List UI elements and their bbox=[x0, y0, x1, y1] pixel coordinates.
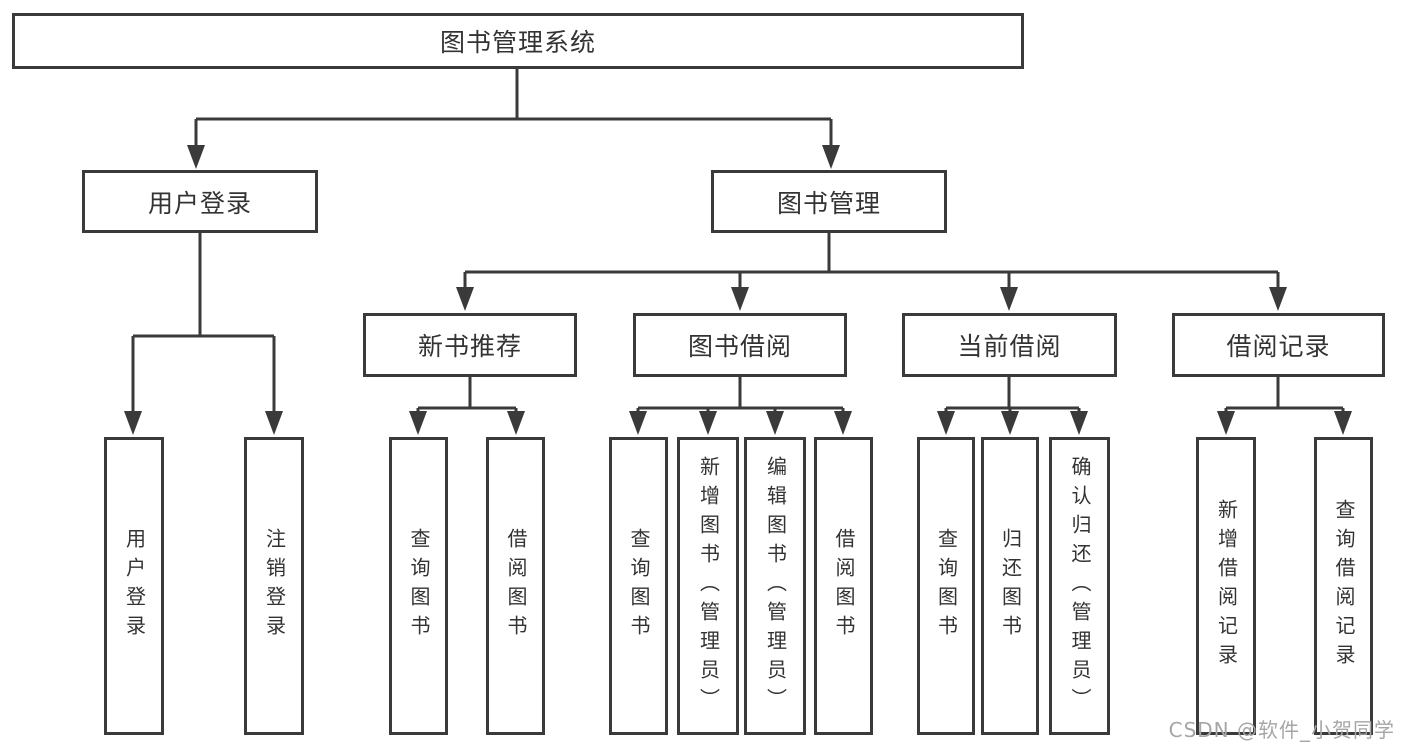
node-leaf-add-book: 新增图书（管理员） bbox=[677, 437, 739, 735]
node-leaf-logout-label: 注销登录 bbox=[262, 528, 287, 644]
connector-book-mgmt-to-level3 bbox=[463, 231, 1280, 296]
node-book-borrow: 图书借阅 bbox=[633, 313, 847, 377]
arrowhead-icon bbox=[1070, 411, 1088, 435]
connector-new-book-rec-to-leaves bbox=[416, 375, 518, 418]
connector-borrow-record-to-leaves bbox=[1224, 375, 1345, 418]
node-leaf-query-record-label: 查询借阅记录 bbox=[1332, 499, 1356, 673]
node-borrow-record: 借阅记录 bbox=[1172, 313, 1385, 377]
node-leaf-user-login-label: 用户登录 bbox=[122, 528, 147, 644]
node-user-login: 用户登录 bbox=[82, 170, 318, 233]
node-leaf-user-login: 用户登录 bbox=[104, 437, 164, 735]
node-leaf-logout: 注销登录 bbox=[244, 437, 304, 735]
node-leaf-confirm-return: 确认归还（管理员） bbox=[1049, 437, 1110, 735]
node-leaf-edit-book: 编辑图书（管理员） bbox=[744, 437, 806, 735]
arrowhead-icon bbox=[265, 411, 283, 435]
node-root-label: 图书管理系统 bbox=[439, 28, 596, 57]
node-leaf-rec-borrow-book: 借阅图书 bbox=[486, 437, 545, 735]
arrowhead-icon bbox=[629, 411, 647, 435]
arrowhead-icon bbox=[731, 287, 749, 311]
node-leaf-current-query-book-label: 查询图书 bbox=[934, 528, 959, 644]
node-leaf-add-record: 新增借阅记录 bbox=[1196, 437, 1256, 735]
arrowhead-icon bbox=[1217, 411, 1235, 435]
node-current-borrow: 当前借阅 bbox=[902, 313, 1117, 377]
node-borrow-record-label: 借阅记录 bbox=[1226, 332, 1331, 361]
arrowhead-icon bbox=[124, 411, 142, 435]
node-root: 图书管理系统 bbox=[12, 13, 1024, 69]
node-current-borrow-label: 当前借阅 bbox=[957, 332, 1062, 361]
node-leaf-rec-query-book: 查询图书 bbox=[389, 437, 448, 735]
connector-root-to-level2 bbox=[194, 67, 833, 152]
node-new-book-rec: 新书推荐 bbox=[363, 313, 577, 377]
arrowhead-icon bbox=[822, 145, 840, 169]
node-leaf-add-book-label: 新增图书（管理员） bbox=[696, 455, 721, 717]
arrowhead-icon bbox=[1334, 411, 1352, 435]
arrowhead-icon bbox=[1001, 411, 1019, 435]
arrowhead-icon bbox=[456, 287, 474, 311]
arrowhead-icon bbox=[409, 411, 427, 435]
node-leaf-borrow-query-book-label: 查询图书 bbox=[627, 528, 651, 644]
arrowhead-icon bbox=[766, 411, 784, 435]
node-leaf-rec-borrow-book-label: 借阅图书 bbox=[504, 528, 528, 644]
node-leaf-rec-query-book-label: 查询图书 bbox=[407, 528, 431, 644]
node-leaf-return-book: 归还图书 bbox=[981, 437, 1039, 735]
node-leaf-add-record-label: 新增借阅记录 bbox=[1214, 499, 1239, 673]
node-new-book-rec-label: 新书推荐 bbox=[417, 332, 522, 361]
node-book-mgmt: 图书管理 bbox=[711, 170, 947, 233]
arrowhead-icon bbox=[699, 411, 717, 435]
node-book-mgmt-label: 图书管理 bbox=[776, 188, 881, 218]
node-leaf-borrow-query-book: 查询图书 bbox=[609, 437, 668, 735]
arrowhead-icon bbox=[1000, 287, 1018, 311]
arrowhead-icon bbox=[187, 145, 205, 169]
connector-book-borrow-to-leaves bbox=[636, 375, 845, 418]
arrowhead-icon bbox=[834, 411, 852, 435]
connector-user-login-to-leaves bbox=[131, 231, 276, 418]
node-book-borrow-label: 图书借阅 bbox=[687, 332, 792, 361]
node-leaf-borrow-borrow-book-label: 借阅图书 bbox=[832, 528, 856, 644]
node-leaf-borrow-borrow-book: 借阅图书 bbox=[814, 437, 873, 735]
arrowhead-icon bbox=[507, 411, 525, 435]
arrowhead-icon bbox=[937, 411, 955, 435]
csdn-watermark: CSDN @软件_小贺同学 bbox=[1168, 718, 1395, 742]
node-leaf-current-query-book: 查询图书 bbox=[917, 437, 975, 735]
arrowhead-icon bbox=[1269, 287, 1287, 311]
node-leaf-confirm-return-label: 确认归还（管理员） bbox=[1068, 455, 1092, 717]
node-leaf-query-record: 查询借阅记录 bbox=[1314, 437, 1373, 735]
node-leaf-return-book-label: 归还图书 bbox=[998, 528, 1023, 644]
node-user-login-label: 用户登录 bbox=[147, 188, 252, 218]
node-leaf-edit-book-label: 编辑图书（管理员） bbox=[763, 455, 788, 717]
